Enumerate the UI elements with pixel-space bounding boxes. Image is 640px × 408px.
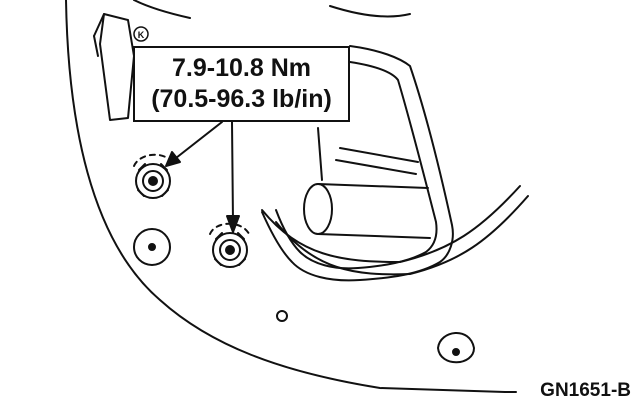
leader-arrow-lower-head: [227, 216, 239, 232]
leader-arrow-lower-line: [232, 122, 233, 222]
mounting-hole-left: [134, 229, 170, 265]
mounting-hole-right: [438, 333, 474, 362]
torque-spec-metric: 7.9-10.8 Nm: [172, 54, 311, 82]
inner-opening-inner: [276, 62, 437, 268]
regulator-bracket: [318, 128, 322, 180]
bracket-mark: K: [138, 30, 145, 40]
mounting-bracket: [100, 14, 134, 120]
regulator-plate-1: [340, 148, 418, 162]
cable-rod-upper: [262, 186, 520, 262]
regulator-cylinder-top: [318, 184, 428, 188]
door-outer-edge: [66, 0, 505, 392]
torque-spec-callout: 7.9-10.8 Nm (70.5-96.3 lb/in): [133, 46, 350, 122]
inner-opening-outer: [262, 46, 453, 280]
torque-spec-imperial: (70.5-96.3 lb/in): [151, 85, 332, 113]
bracket-foot: [94, 36, 98, 56]
leader-arrow-upper-line: [176, 122, 222, 158]
bracket-mark-circle: [134, 27, 148, 41]
regulator-cylinder-bottom: [318, 234, 430, 238]
top-flange-left: [134, 0, 190, 18]
figure-id: GN1651-B: [540, 380, 631, 401]
small-hole: [277, 311, 287, 321]
cable-rod-lower: [276, 196, 528, 274]
bolt-lower: [213, 233, 247, 267]
bolt-upper: [136, 164, 170, 198]
leader-arrow-upper-head: [166, 152, 180, 166]
regulator-plate-2: [336, 160, 416, 174]
bracket-flange: [94, 14, 104, 36]
top-flange-right: [330, 6, 410, 16]
regulator-cylinder-end: [304, 184, 332, 234]
